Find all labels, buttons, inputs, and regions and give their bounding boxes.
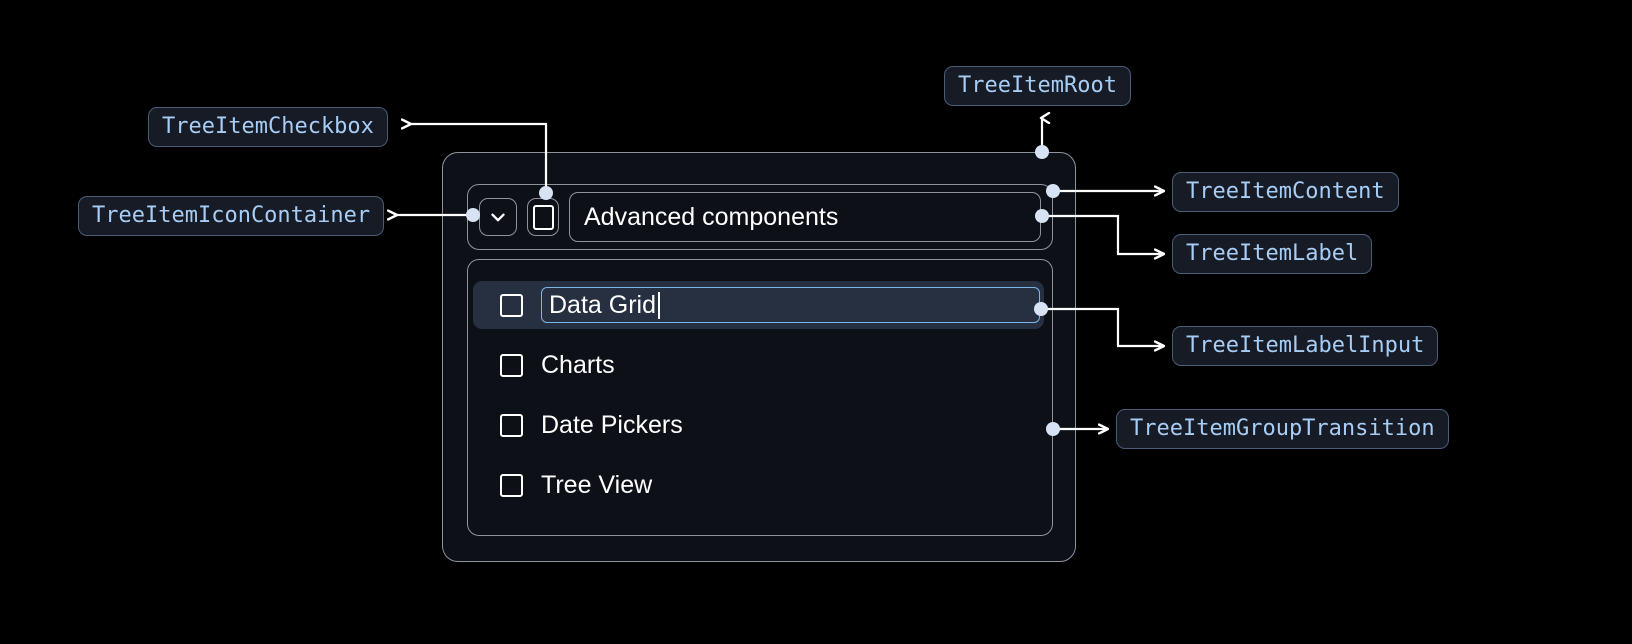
annotation-pill-tree-item-group-transition: TreeItemGroupTransition (1116, 409, 1449, 449)
tree-item-icon-container[interactable] (479, 198, 517, 236)
tree-item-checkbox[interactable] (500, 353, 523, 377)
tree-item-row-data-grid[interactable]: Data Grid (473, 281, 1044, 329)
tree-item-label-input[interactable]: Data Grid (541, 287, 1040, 323)
tree-item-root[interactable]: Advanced components Data Grid Charts Dat… (442, 152, 1076, 562)
tree-item-checkbox[interactable] (500, 413, 523, 437)
tree-item-checkbox[interactable] (500, 293, 523, 317)
tree-item-row-tree-view[interactable]: Tree View (468, 461, 1052, 509)
chevron-down-icon (487, 206, 509, 228)
tree-item-row-charts[interactable]: Charts (468, 341, 1052, 389)
tree-item-label[interactable]: Advanced components (569, 192, 1041, 242)
annotation-pill-tree-item-icon-container: TreeItemIconContainer (78, 196, 385, 236)
annotation-pill-tree-item-label: TreeItemLabel (1172, 234, 1373, 274)
annotation-pill-tree-item-checkbox: TreeItemCheckbox (148, 107, 388, 147)
tree-item-row-date-pickers[interactable]: Date Pickers (468, 401, 1052, 449)
tree-item-label: Tree View (541, 470, 653, 499)
text-cursor (657, 291, 660, 319)
tree-item-checkbox[interactable] (500, 473, 523, 497)
tree-item-content[interactable]: Advanced components (467, 184, 1053, 250)
checkbox-square-icon (532, 204, 554, 230)
annotation-pill-tree-item-content: TreeItemContent (1172, 172, 1399, 212)
tree-item-label: Date Pickers (541, 410, 683, 439)
annotation-pill-tree-item-label-input: TreeItemLabelInput (1172, 326, 1439, 366)
tree-item-checkbox[interactable] (527, 198, 559, 236)
tree-item-label: Charts (541, 350, 615, 379)
annotation-pill-tree-item-root: TreeItemRoot (944, 66, 1131, 106)
tree-item-group-transition: Data Grid Charts Date Pickers Tree View (467, 259, 1053, 536)
tree-item-label-input-value: Data Grid (549, 290, 656, 319)
tree-item-label-text: Advanced components (584, 202, 839, 231)
